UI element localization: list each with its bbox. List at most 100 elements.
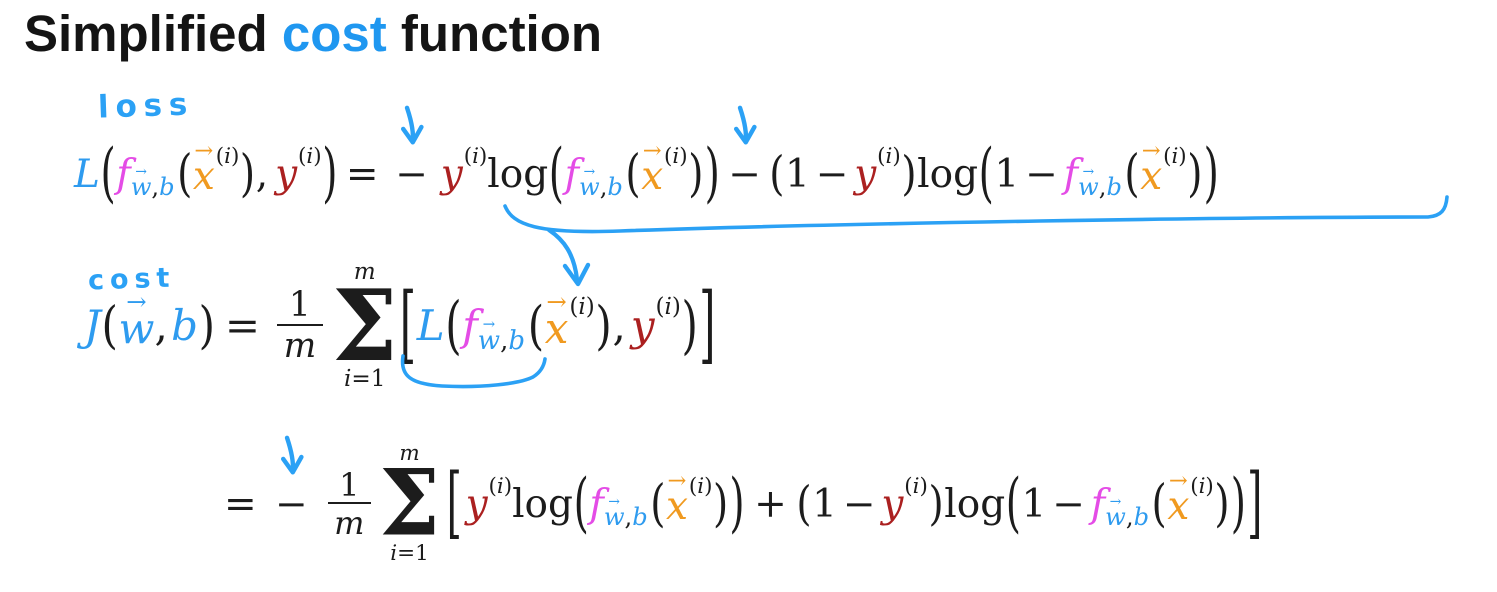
math-var-y: y — [854, 151, 877, 197]
math-subscript: →w,b — [130, 164, 175, 202]
math-vector-w: →w — [579, 164, 600, 202]
math-fence: ( — [1124, 144, 1140, 204]
math-text: 1 — [785, 151, 810, 197]
math-text: , — [151, 173, 160, 202]
vector-arrow-icon: → — [482, 314, 496, 333]
math-fence: ) — [198, 295, 216, 355]
vector-arrow-icon: → — [194, 138, 214, 165]
math-var-y: y — [630, 301, 655, 350]
math-text: , — [500, 325, 509, 356]
math-fence: ( — [1151, 474, 1167, 534]
math-fence: ) — [239, 144, 256, 204]
math-fence: ) — [688, 144, 704, 204]
title-part-1: Simplified — [24, 5, 282, 62]
math-text: log — [487, 151, 549, 197]
math-text: log — [917, 151, 979, 197]
math-subscript: →w,b — [603, 494, 648, 532]
vector-arrow-icon: → — [546, 286, 567, 316]
math-var-f: f — [564, 151, 580, 197]
math-vector-x: →x — [544, 286, 569, 353]
math-subscript: →w,b — [579, 164, 623, 202]
title-part-cost: cost — [281, 5, 387, 62]
vector-arrow-icon: → — [667, 468, 687, 495]
math-text: , — [1125, 503, 1134, 532]
math-subscript: →w,b — [1078, 164, 1122, 202]
math-var-b: b — [632, 503, 648, 532]
math-fence: ) — [1214, 474, 1230, 534]
math-var-f: f — [462, 301, 478, 350]
math-fence: ) — [681, 288, 698, 362]
math-letter: i — [306, 143, 314, 169]
math-fence: ) — [729, 466, 745, 541]
math-var-b: b — [1133, 503, 1150, 532]
math-text: 1 — [812, 481, 837, 527]
math-var-b: b — [159, 173, 175, 202]
math-vector-w: →w — [130, 164, 152, 202]
math-subscript: →w,b — [478, 316, 525, 356]
sigma-icon: Σ — [379, 449, 440, 557]
vector-arrow-icon: → — [1082, 164, 1095, 181]
math-vector-w: →w — [118, 286, 155, 353]
math-letter: i — [885, 143, 893, 169]
math-superscript: (i) — [569, 293, 595, 320]
math-fence: ) — [901, 146, 917, 201]
math-fence: ) — [322, 136, 338, 211]
math-vector-w: →w — [1105, 494, 1126, 532]
math-operator: − — [728, 105, 761, 194]
math-superscript: (i) — [463, 143, 488, 169]
handwritten-loss-label: loss — [97, 86, 195, 126]
math-fence: ( — [445, 288, 462, 362]
math-text: , — [599, 173, 608, 202]
math-fence: ( — [177, 144, 193, 204]
vector-arrow-icon: → — [608, 494, 621, 511]
pen-arrow-icon — [401, 105, 424, 145]
math-vector-w: →w — [1078, 164, 1099, 202]
title-part-3: function — [386, 5, 603, 62]
math-superscript: (i) — [488, 473, 513, 499]
sum-lower-limit: i=1 — [390, 540, 429, 566]
math-fence: ) — [713, 474, 729, 534]
math-text: , — [1098, 173, 1107, 202]
pen-arrow-icon — [734, 105, 757, 145]
math-fence: ] — [699, 275, 716, 374]
math-text: , — [255, 151, 269, 197]
math-text: , — [154, 301, 168, 350]
math-text: log — [512, 481, 573, 527]
math-fence: ) — [1203, 136, 1219, 211]
vector-arrow-icon: → — [1109, 494, 1122, 511]
math-var-L: L — [416, 301, 445, 350]
math-vector-x: →x — [1167, 468, 1190, 529]
math-var-y: y — [440, 151, 463, 197]
math-var-y: y — [881, 481, 904, 527]
math-letter: m — [334, 503, 365, 542]
math-letter: i — [697, 473, 705, 499]
math-vector-w: →w — [603, 494, 625, 532]
math-var-J: J — [84, 301, 101, 350]
math-operator: − — [395, 105, 428, 194]
math-letter: i — [1198, 473, 1206, 499]
math-superscript: (i) — [215, 143, 240, 169]
math-fence: ( — [100, 136, 116, 211]
math-text: , — [624, 503, 633, 532]
fraction-numerator: 1 — [288, 285, 311, 326]
math-var-L: L — [74, 151, 100, 197]
math-fence: ( — [978, 136, 994, 211]
math-text: 1 — [994, 151, 1020, 197]
fraction-denominator: m — [276, 324, 324, 365]
math-fence: ( — [796, 476, 812, 531]
vector-arrow-icon: → — [1168, 468, 1188, 495]
loss-function-equation: L(f→w,b(→x(i)),y(i))=−y(i)log(f→w,b(→x(i… — [74, 105, 1219, 226]
math-fence: ( — [625, 144, 641, 204]
vector-arrow-icon: → — [1141, 138, 1161, 165]
math-operator: − — [842, 481, 876, 527]
sum-upper-limit: m — [354, 259, 376, 285]
pen-arrow-icon — [281, 435, 304, 475]
page-title: Simplified cost function — [24, 4, 602, 63]
math-letter: i — [496, 473, 504, 499]
math-var-f: f — [1063, 151, 1079, 197]
math-letter: i — [224, 143, 231, 169]
math-fence: ) — [1187, 144, 1203, 204]
